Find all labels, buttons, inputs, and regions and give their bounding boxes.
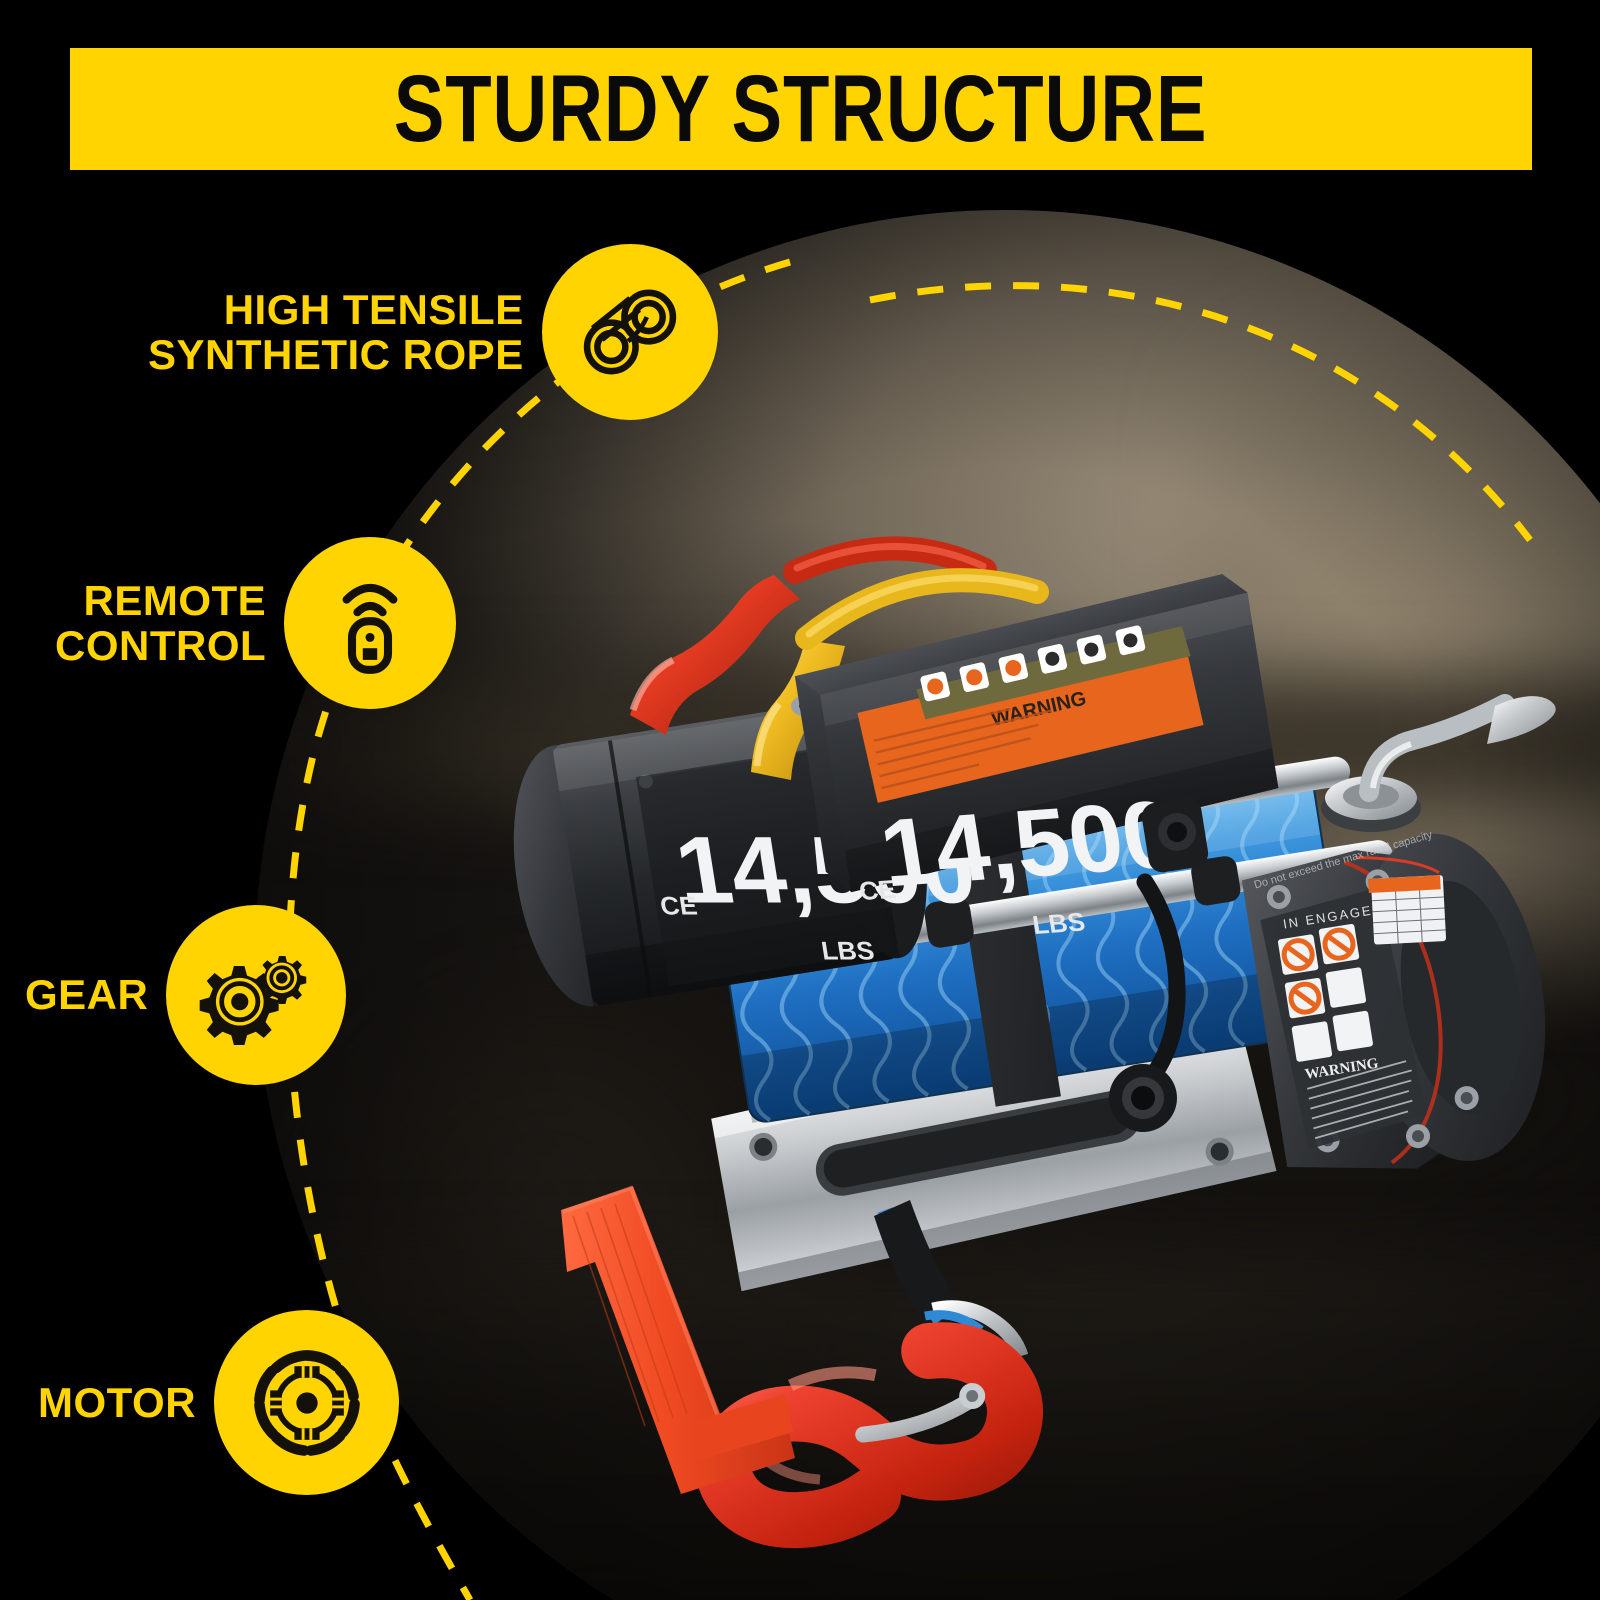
gearbox-housing: IN ENGAGE: [1241, 829, 1546, 1169]
svg-text:14,500: 14,500: [873, 781, 1184, 907]
svg-text:LBS: LBS: [819, 936, 876, 965]
feature-label-gear: GEAR: [25, 971, 149, 1019]
page-title: STURDY STRUCTURE: [394, 55, 1208, 162]
svg-text:CE: CE: [658, 891, 699, 920]
svg-text:CE: CE: [857, 874, 898, 906]
feature-gear[interactable]: GEAR: [25, 905, 347, 1085]
feature-motor[interactable]: MOTOR: [38, 1310, 400, 1495]
feature-label-remote: REMOTE CONTROL: [55, 576, 267, 669]
gears-icon: [166, 905, 347, 1085]
gearbox-capacity-sticker: [1368, 875, 1447, 945]
solenoid-warning-decal: WARNING: [857, 625, 1204, 803]
control-cable: [1130, 873, 1186, 1101]
wireless-remote-icon: [284, 537, 457, 709]
motor-rotor-icon: [214, 1310, 400, 1495]
winch-product-image: 14,500 CE LBS: [455, 510, 1595, 1560]
title-banner: STURDY STRUCTURE: [70, 48, 1532, 170]
controlbox-capacity-label: 14,500 CE LBS: [857, 781, 1184, 940]
rope-coil-icon: [541, 244, 718, 420]
drum-strap: [948, 800, 1061, 1107]
feature-label-rope: HIGH TENSILE SYNTHETIC ROPE: [148, 285, 524, 378]
hook-strap-black: [874, 1200, 958, 1324]
feature-high-tensile-synthetic-rope[interactable]: HIGH TENSILE SYNTHETIC ROPE: [148, 244, 718, 420]
controlbox-mount: [1141, 797, 1209, 873]
clutch-lever: [1321, 694, 1556, 832]
yellow-battery-cable: [795, 568, 1049, 650]
red-battery-cable: [783, 536, 997, 584]
rope-thimble: [924, 1300, 1029, 1359]
feature-remote-control[interactable]: REMOTE CONTROL: [55, 537, 457, 709]
feature-label-motor: MOTOR: [38, 1378, 197, 1426]
svg-text:LBS: LBS: [1030, 907, 1087, 940]
cable-socket: [1109, 1064, 1177, 1132]
gearbox-warning-decal: IN ENGAGE: [1260, 887, 1427, 1150]
